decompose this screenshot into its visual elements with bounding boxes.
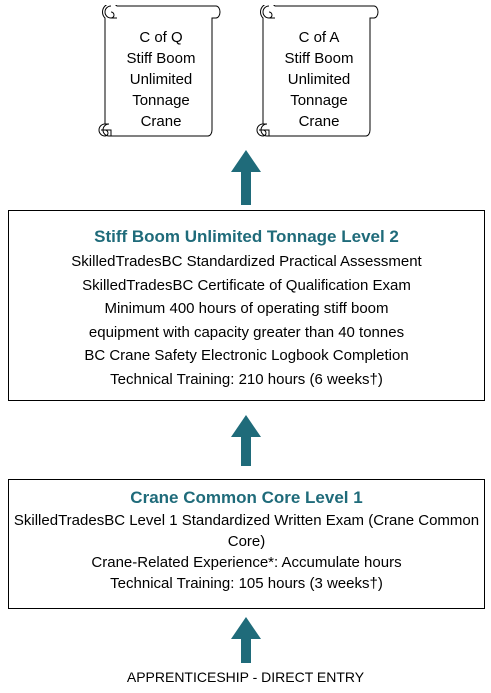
certificate-line: Crane (140, 113, 182, 130)
certificate-line: Unlimited (287, 71, 351, 88)
level-2-requirement: BC Crane Safety Electronic Logbook Compl… (84, 347, 409, 364)
certificate-line: Tonnage (290, 92, 348, 109)
up-arrow-icon (231, 150, 261, 205)
level-2-box: Stiff Boom Unlimited Tonnage Level 2 Ski… (8, 210, 485, 401)
level-2-requirement: SkilledTradesBC Standardized Practical A… (71, 253, 422, 270)
level-2-requirement: Technical Training: 210 hours (6 weeks†) (110, 370, 383, 388)
certificate-line: Crane (298, 113, 340, 130)
level-1-requirement: Crane-Related Experience*: Accumulate ho… (91, 554, 402, 571)
scroll-shape (98, 5, 221, 137)
level-2-title: Stiff Boom Unlimited Tonnage Level 2 (94, 227, 399, 246)
certificate-line: Unlimited (129, 71, 193, 88)
certificate-line: Stiff Boom (284, 50, 354, 67)
up-arrow-icon (231, 415, 261, 466)
certificate-text: C of Q Stiff Boom Unlimited Tonnage Cran… (109, 27, 213, 132)
level-2-requirement: equipment with capacity greater than 40 … (88, 323, 405, 341)
level-2-requirement: SkilledTradesBC Certificate of Qualifica… (82, 276, 411, 294)
level-1-requirement: SkilledTradesBC Level 1 Standardized Wri… (13, 512, 480, 550)
certificate-text: C of A Stiff Boom Unlimited Tonnage Cran… (267, 27, 371, 132)
level-2-requirement: Minimum 400 hours of operating stiff boo… (104, 300, 389, 317)
scroll-shape (256, 5, 379, 137)
certificate-line: C of Q (139, 29, 183, 46)
level-1-requirement: Technical Training: 105 hours (3 weeks†) (110, 575, 383, 592)
level-1-box: Crane Common Core Level 1 SkilledTradesB… (8, 479, 485, 609)
certificate-line: Tonnage (132, 92, 190, 109)
up-arrow-icon (231, 617, 261, 663)
certificate-line: Stiff Boom (126, 50, 196, 67)
certificate-line: C of A (298, 29, 340, 46)
certificate-scroll-c-of-a: C of A Stiff Boom Unlimited Tonnage Cran… (255, 5, 379, 143)
certificate-scroll-c-of-q: C of Q Stiff Boom Unlimited Tonnage Cran… (97, 5, 221, 143)
level-1-title: Crane Common Core Level 1 (130, 488, 363, 507)
entry-label: APPRENTICESHIP - DIRECT ENTRY (126, 669, 365, 685)
